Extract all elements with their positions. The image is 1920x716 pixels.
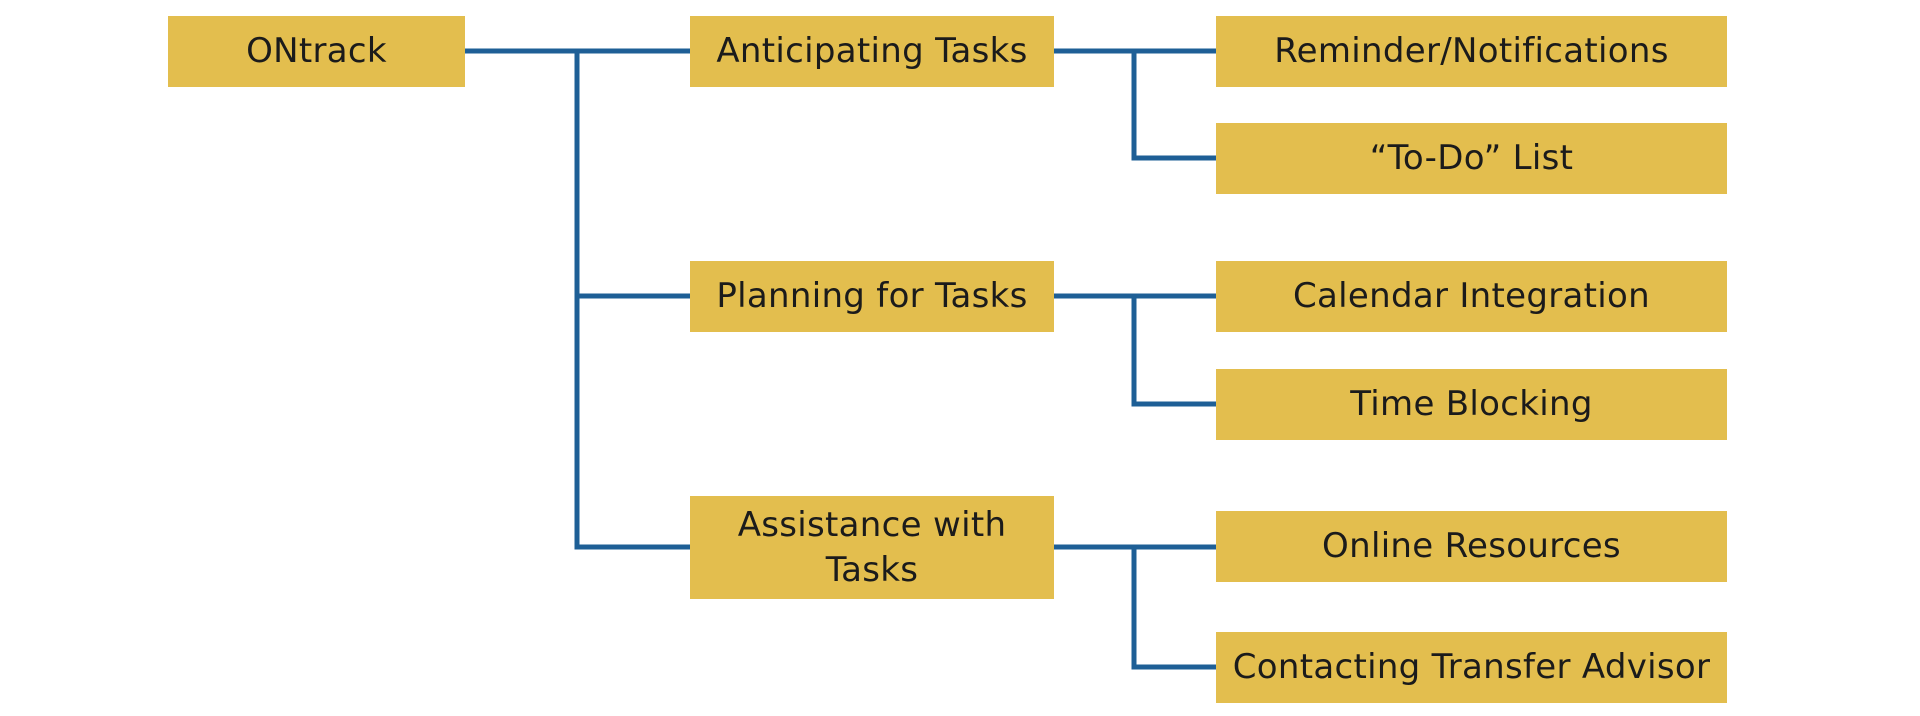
node-label: Reminder/Notifications <box>1274 31 1669 72</box>
node-online-resources: Online Resources <box>1216 511 1727 582</box>
node-reminder-notifications: Reminder/Notifications <box>1216 16 1727 87</box>
node-root: ONtrack <box>168 16 465 87</box>
node-calendar-integration: Calendar Integration <box>1216 261 1727 332</box>
node-assistance-with-tasks: Assistance with Tasks <box>690 496 1054 599</box>
node-contacting-transfer-advisor: Contacting Transfer Advisor <box>1216 632 1727 703</box>
node-to-do-list: “To-Do” List <box>1216 123 1727 194</box>
node-label: Time Blocking <box>1350 384 1593 425</box>
node-time-blocking: Time Blocking <box>1216 369 1727 440</box>
node-label: Calendar Integration <box>1292 276 1651 317</box>
node-root-label: ONtrack <box>246 31 387 72</box>
node-planning-for-tasks: Planning for Tasks <box>690 261 1054 332</box>
node-label: Planning for Tasks <box>716 276 1028 317</box>
node-anticipating-tasks: Anticipating Tasks <box>690 16 1054 87</box>
node-label: Contacting Transfer Advisor <box>1232 647 1711 688</box>
node-label: Online Resources <box>1322 526 1621 567</box>
node-label: Anticipating Tasks <box>716 31 1028 72</box>
node-label: Assistance with Tasks <box>737 505 1007 590</box>
node-label: “To-Do” List <box>1369 138 1574 179</box>
